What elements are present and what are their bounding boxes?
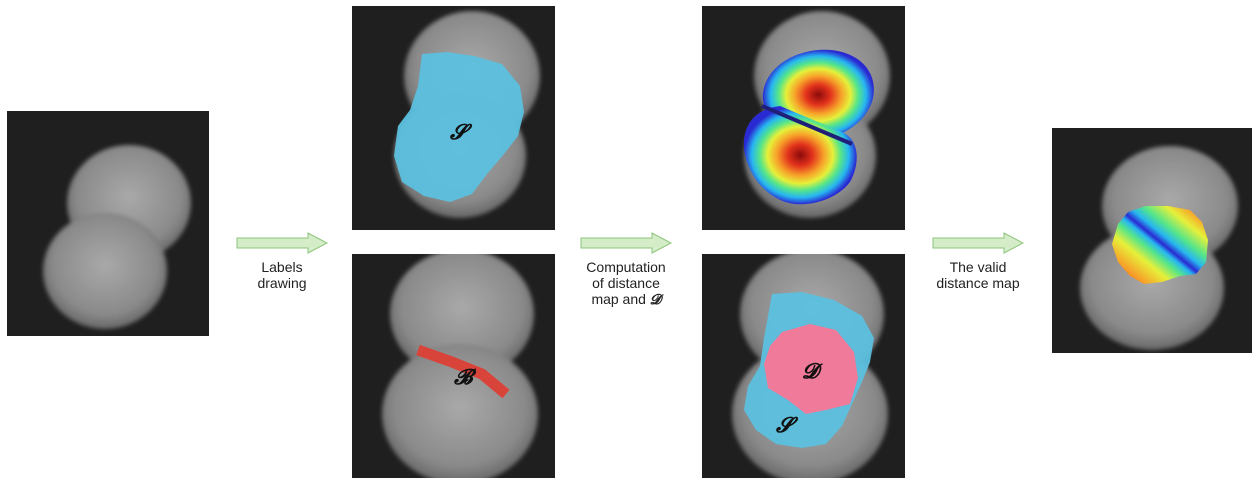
dilation-region-d (764, 324, 858, 414)
caption-computation-line2: of distance (592, 275, 660, 291)
caption-computation-text: map and (591, 291, 650, 307)
caption-computation-line1: Computation (586, 259, 666, 275)
caption-computation: Computation of distance map and 𝓓 (570, 259, 682, 308)
valid-distance-map-panel (1052, 128, 1252, 353)
distance-map-heat (743, 49, 874, 205)
right-arrow-icon (236, 232, 328, 254)
seed-region-s (394, 52, 524, 202)
original-cell-image (7, 111, 209, 336)
caption-labels-drawing: Labels drawing (257, 259, 307, 291)
caption-valid-distance-map: The valid distance map (936, 259, 1020, 291)
right-arrow-icon (932, 232, 1024, 254)
distance-map-panel (702, 6, 905, 230)
valid-distance-heat (1112, 206, 1208, 284)
s-and-d-panel: 𝓓 𝓢 (702, 254, 905, 478)
seed-label-panel: 𝓢 (352, 6, 555, 230)
dilation-label-d: 𝓓 (802, 358, 823, 383)
right-arrow-icon (580, 232, 672, 254)
caption-computation-symbol: 𝓓 (649, 292, 661, 308)
caption-computation-line3: map and 𝓓 (570, 291, 682, 308)
boundary-stroke-b (416, 344, 510, 399)
boundary-label-panel: 𝓑 (352, 254, 555, 478)
